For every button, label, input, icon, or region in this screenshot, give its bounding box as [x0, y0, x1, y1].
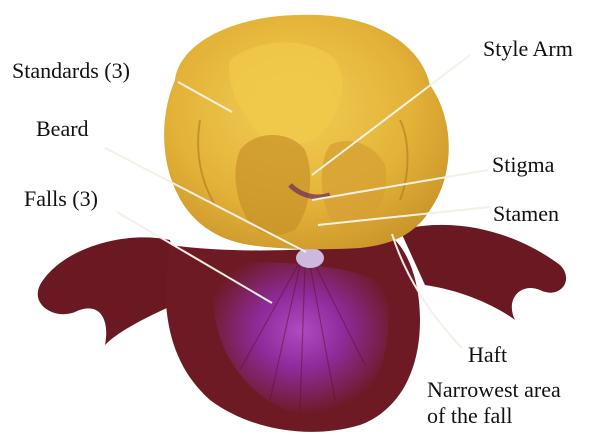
- style-arm-label: Style Arm: [483, 38, 573, 60]
- haft-note-line-1: Narrowest area: [427, 377, 602, 403]
- beard-tuft: [296, 248, 324, 268]
- beard-label: Beard: [36, 118, 89, 140]
- standards-petals: [164, 15, 449, 249]
- haft-note-line-2: of the fall: [427, 403, 602, 429]
- falls-label: Falls (3): [24, 188, 98, 210]
- haft-label: Haft: [468, 344, 507, 366]
- haft-note: Narrowest area of the fall: [427, 377, 602, 429]
- stamen-label: Stamen: [493, 203, 559, 225]
- stigma-label: Stigma: [492, 154, 554, 176]
- standards-label: Standards (3): [12, 60, 130, 82]
